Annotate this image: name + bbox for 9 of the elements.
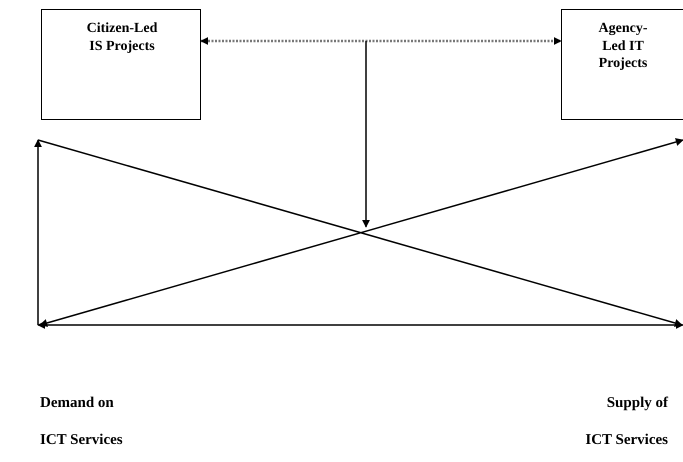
box-label: Agency-Led IT Projects bbox=[598, 20, 648, 72]
axis-label: Demand on bbox=[40, 395, 114, 412]
axis-label: ICT Services bbox=[40, 432, 123, 449]
connector-arrow bbox=[200, 37, 562, 45]
axis-label: Supply of bbox=[606, 395, 668, 412]
text-box bbox=[41, 9, 201, 120]
box-label: Citizen-Led IS Projects bbox=[86, 20, 158, 55]
text-box bbox=[561, 9, 683, 120]
axis-label: ICT Services bbox=[585, 432, 668, 449]
